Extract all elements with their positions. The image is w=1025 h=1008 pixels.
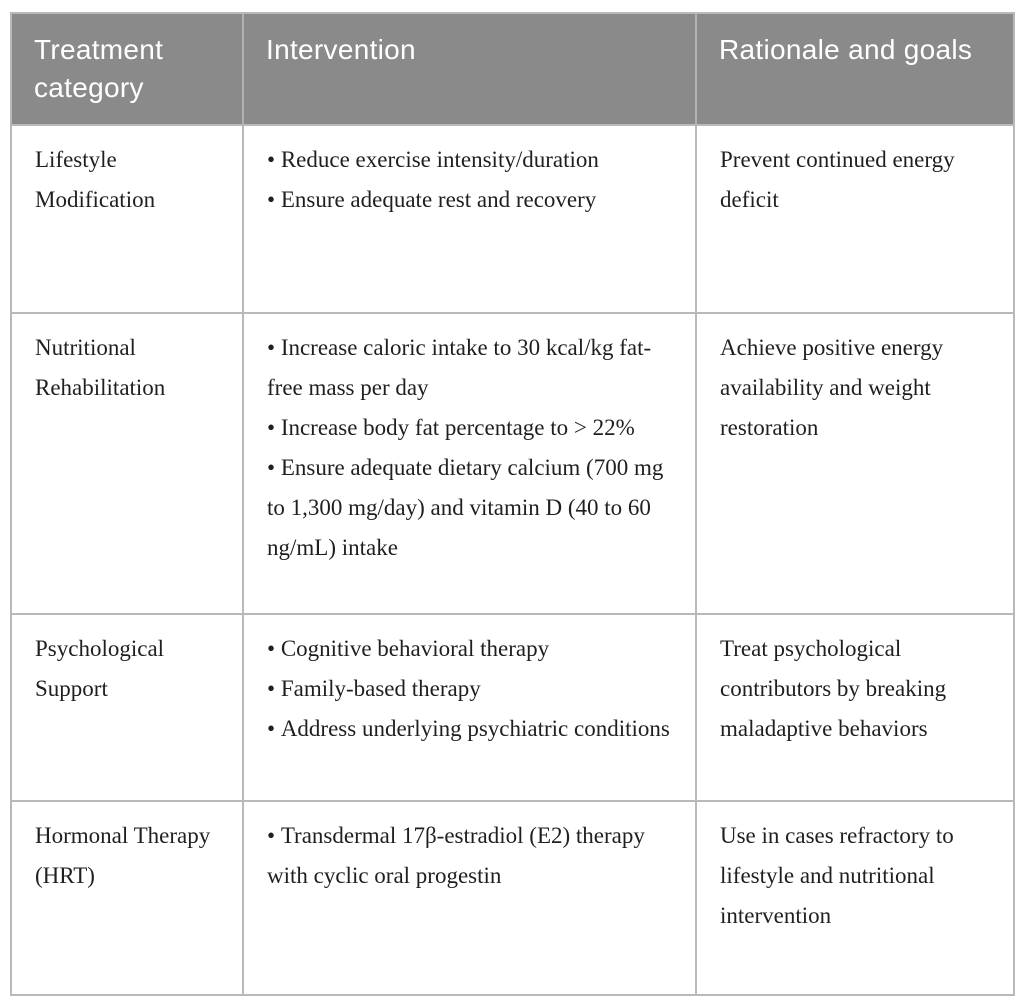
intervention-cell: Increase caloric intake to 30 kcal/kg fa… [244, 314, 697, 615]
intervention-cell: Cognitive behavioral therapy Family-base… [244, 615, 697, 802]
intervention-bullet-item: Ensure adequate dietary calcium (700 mg … [267, 448, 675, 568]
rationale-text: Treat psychological contributors by brea… [720, 636, 947, 741]
rationale-text: Prevent continued energy deficit [720, 147, 955, 212]
category-cell: Psychological Support [12, 615, 244, 802]
intervention-cell: Transdermal 17β-estradiol (E2) therapy w… [244, 802, 697, 994]
header-label-rationale-goals: Rationale and goals [719, 34, 973, 65]
category-label: Hormonal Therapy (HRT) [35, 823, 211, 888]
header-label-intervention: Intervention [266, 34, 416, 65]
intervention-bullet-item: Increase body fat percentage to > 22% [267, 408, 675, 448]
rationale-cell: Prevent continued energy deficit [697, 126, 1013, 314]
category-label: Psychological Support [35, 636, 165, 701]
intervention-bullet-item: Increase caloric intake to 30 kcal/kg fa… [267, 328, 675, 408]
category-cell: Nutritional Rehabilitation [12, 314, 244, 615]
intervention-bullet-item: Address underlying psychiatric condition… [267, 709, 675, 749]
intervention-bullet-item: Family-based therapy [267, 669, 675, 709]
header-cell-treatment-category: Treatment category [12, 14, 244, 126]
header-cell-intervention: Intervention [244, 14, 697, 126]
rationale-text: Achieve positive energy availability and… [720, 335, 944, 440]
category-label: Nutritional Rehabilitation [35, 335, 166, 400]
intervention-bullet-item: Ensure adequate rest and recovery [267, 180, 675, 220]
rationale-cell: Achieve positive energy availability and… [697, 314, 1013, 615]
header-cell-rationale-goals: Rationale and goals [697, 14, 1013, 126]
intervention-cell: Reduce exercise intensity/duration Ensur… [244, 126, 697, 314]
intervention-bullet-item: Cognitive behavioral therapy [267, 629, 675, 669]
category-cell: Lifestyle Modification [12, 126, 244, 314]
intervention-bullet-item: Transdermal 17β-estradiol (E2) therapy w… [267, 816, 675, 896]
category-cell: Hormonal Therapy (HRT) [12, 802, 244, 994]
rationale-cell: Treat psychological contributors by brea… [697, 615, 1013, 802]
header-label-treatment-category: Treatment category [34, 34, 164, 103]
category-label: Lifestyle Modification [35, 147, 156, 212]
rationale-text: Use in cases refractory to lifestyle and… [720, 823, 954, 928]
rationale-cell: Use in cases refractory to lifestyle and… [697, 802, 1013, 994]
treatment-table: Treatment category Intervention Rational… [10, 12, 1015, 996]
intervention-bullet-item: Reduce exercise intensity/duration [267, 140, 675, 180]
